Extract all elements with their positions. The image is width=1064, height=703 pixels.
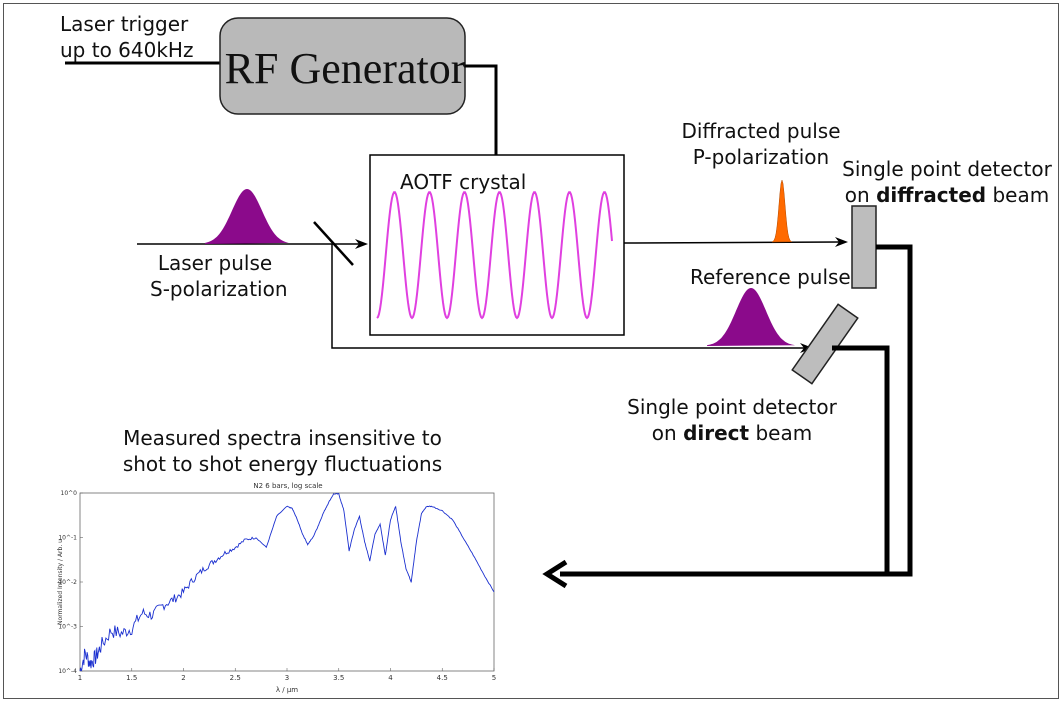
aotf-crystal-box <box>369 154 625 336</box>
rf-cable <box>465 64 498 156</box>
y-tick-label: 10^-3 <box>58 624 77 631</box>
reference-beam <box>331 244 805 349</box>
x-tick-label: 4.5 <box>437 674 448 682</box>
measured-spectra-label: Measured spectra insensitive to shot to … <box>122 426 443 476</box>
reference-pulse-shape <box>707 288 795 346</box>
detector-direct <box>791 303 859 385</box>
x-tick-label: 3 <box>285 674 289 682</box>
x-tick-label: 1 <box>78 674 82 682</box>
diffracted-pulse-shape <box>771 179 793 243</box>
x-tick-label: 2 <box>181 674 185 682</box>
acoustic-wave <box>376 191 613 320</box>
figure-frame <box>3 3 1059 699</box>
diffracted-pulse-label: Diffracted pulse P-polarization <box>681 119 841 169</box>
x-tick-label: 3.5 <box>333 674 344 682</box>
y-tick-label: 10^-2 <box>58 579 77 586</box>
cable-diffracted <box>560 244 913 577</box>
laser-pulse-shape <box>205 189 289 244</box>
spectrum-plot: N2 6 bars, log scale 1 1.5 2 2.5 3 3.5 4 4.5 5 1… <box>30 478 500 696</box>
beam-splitter <box>313 221 354 266</box>
y-tick-label: 10^0 <box>61 490 78 497</box>
cable-direct <box>832 345 890 574</box>
spectrum-line <box>79 493 495 672</box>
x-tick-label: 4 <box>388 674 393 682</box>
detector-direct-label: Single point detector on direct beam <box>627 395 837 445</box>
output-arrowhead <box>542 559 568 589</box>
plot-xlabel: λ / µm <box>276 686 298 694</box>
aotf-crystal-label: AOTF crystal <box>400 170 527 194</box>
detector-diffracted <box>851 205 877 289</box>
plot-title: N2 6 bars, log scale <box>253 482 322 490</box>
y-tick-label: 10^-4 <box>58 668 77 675</box>
reference-pulse-label: Reference pulse <box>690 265 851 289</box>
rf-generator-label: RF Generator <box>224 44 466 93</box>
input-beam-arrowhead <box>355 239 368 249</box>
x-tick-label: 1.5 <box>126 674 137 682</box>
laser-trigger-label: Laser trigger up to 640kHz <box>60 12 194 62</box>
x-tick-group: 1 1.5 2 2.5 3 3.5 4 4.5 5 <box>78 668 496 682</box>
diffracted-beam-arrowhead <box>835 237 848 247</box>
x-tick-label: 5 <box>492 674 496 682</box>
y-tick-label: 10^-1 <box>58 535 77 542</box>
plot-ylabel: Normalized Intensity / Arb. u <box>57 539 64 625</box>
plot-background <box>30 478 500 696</box>
laser-pulse-label: Laser pulse S-polarization <box>150 251 288 301</box>
x-tick-label: 2.5 <box>230 674 241 682</box>
diffracted-beam <box>623 241 841 244</box>
detector-diffracted-label: Single point detector on diffracted beam <box>842 157 1052 207</box>
reference-beam-arrowhead <box>800 343 813 353</box>
y-tick-group: 10^-4 10^-3 10^-2 10^-1 10^0 <box>58 490 83 675</box>
